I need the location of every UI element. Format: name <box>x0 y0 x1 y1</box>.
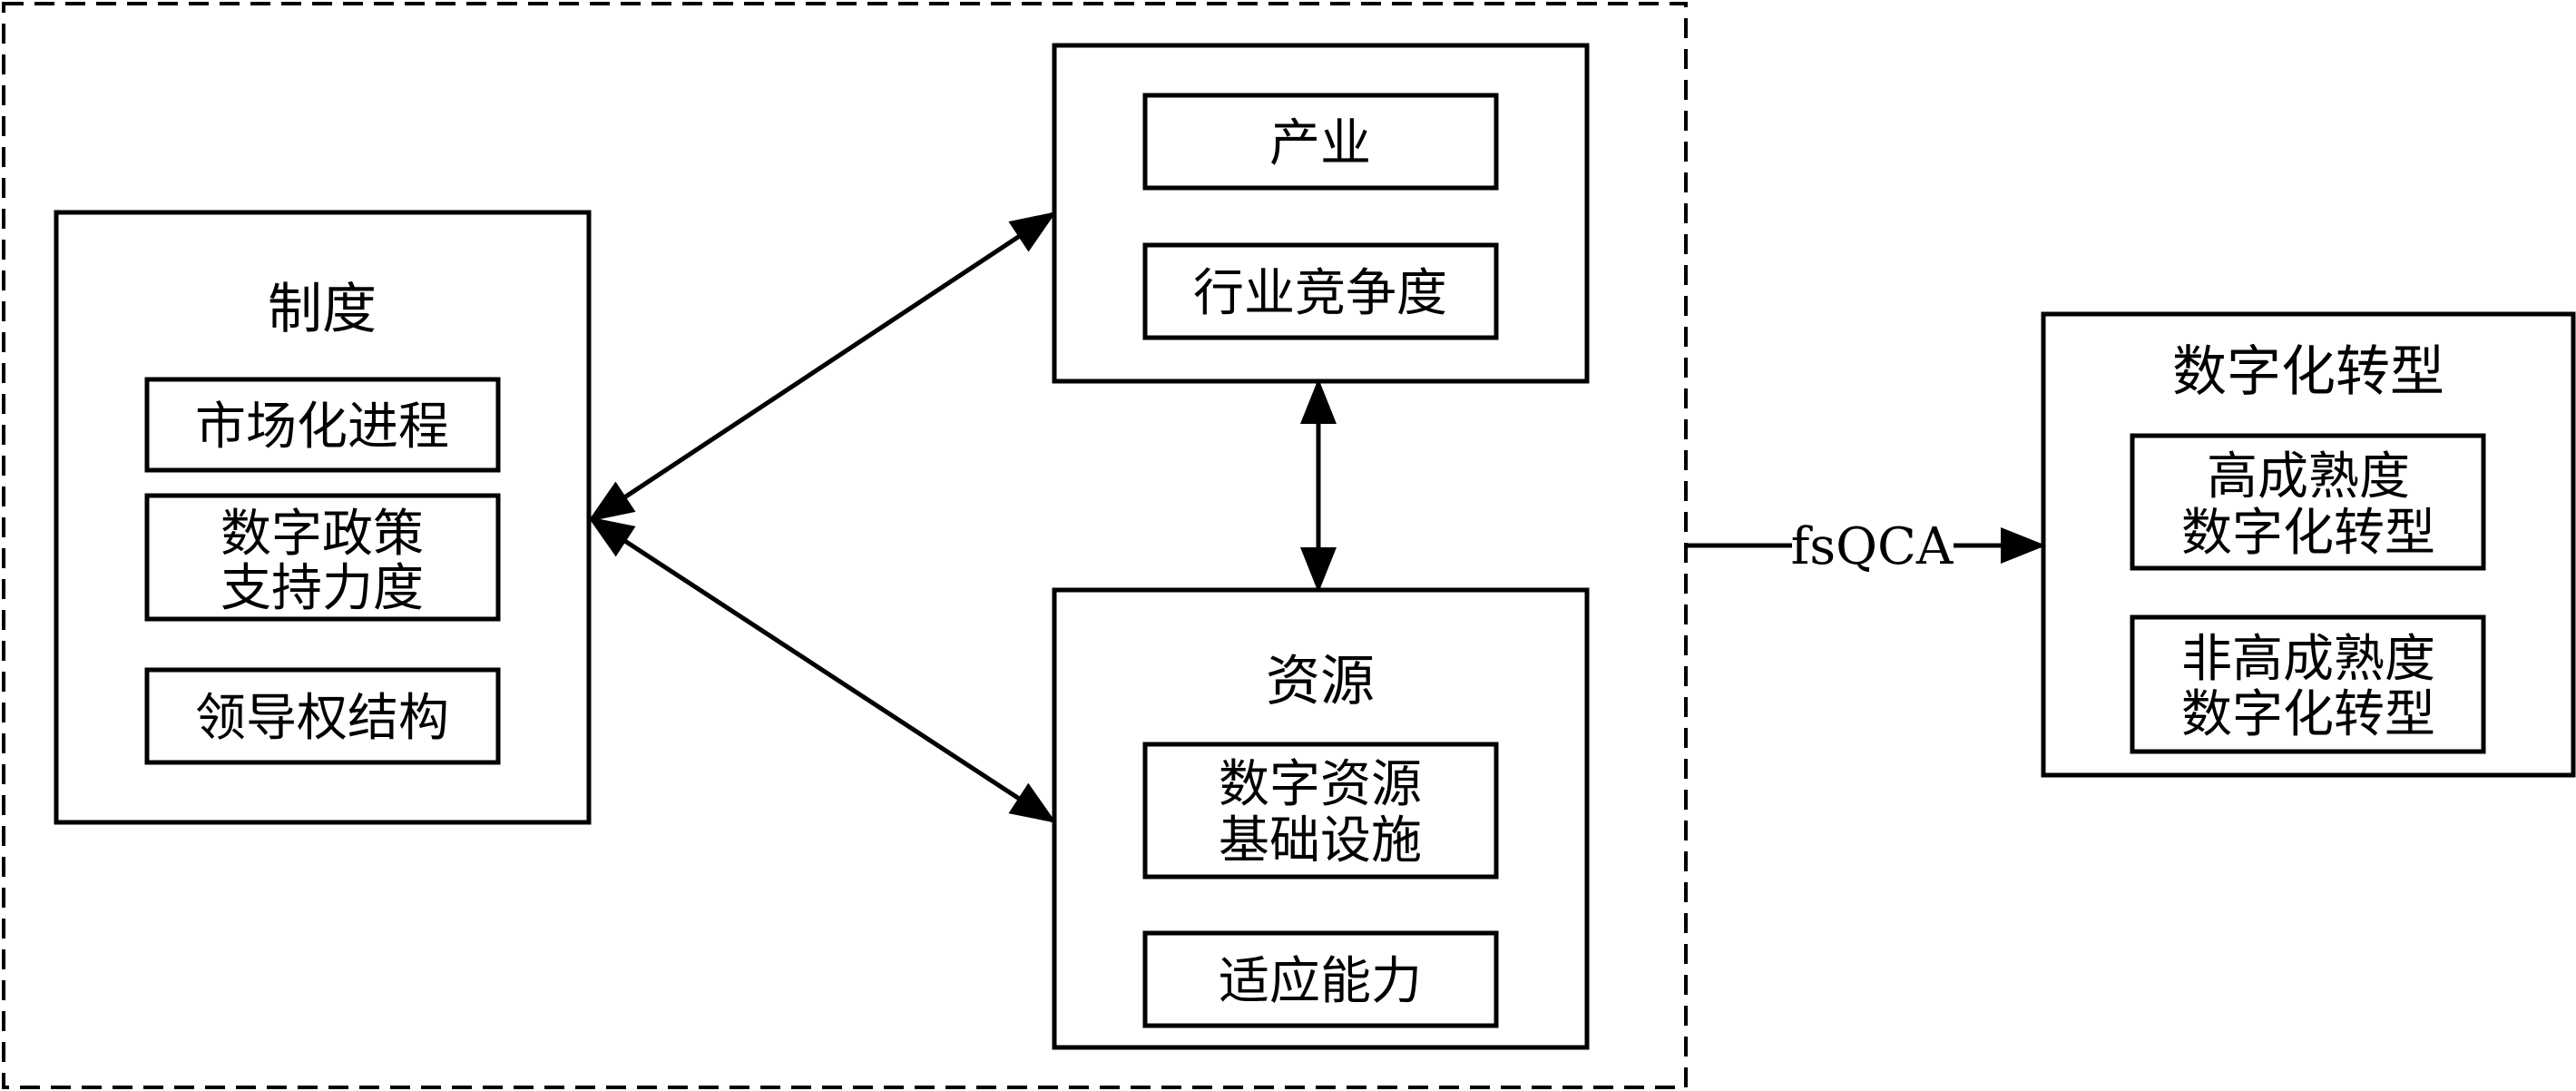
industry-item-box <box>1142 242 1499 340</box>
institution-group: 制度 市场化进程 数字政策 支持力度 领导权结构 <box>54 210 592 825</box>
institution-resource-arrow <box>587 516 1057 823</box>
institution-item-label: 市场化进程 <box>195 398 449 457</box>
resource-item-box <box>1142 930 1499 1028</box>
outcome-item-label: 数字化转型 <box>2181 504 2435 563</box>
institution-title: 制度 <box>268 278 377 341</box>
resource-item-label: 数字资源 <box>1219 755 1422 814</box>
institution-item-label: 领导权结构 <box>195 689 449 748</box>
outcome-title: 数字化转型 <box>2172 340 2444 404</box>
institution-item-label: 数字政策 <box>220 505 424 564</box>
outcome-group: 数字化转型 高成熟度 数字化转型 非高成熟度 数字化转型 <box>2041 311 2576 778</box>
industry-title-box <box>1142 93 1499 191</box>
fsqca-label: fsQCA <box>1791 517 1954 576</box>
resource-title: 资源 <box>1266 650 1375 713</box>
industry-item-label: 行业竞争度 <box>1193 264 1447 323</box>
resource-item-label: 适应能力 <box>1219 952 1422 1011</box>
institution-item-box <box>144 377 501 473</box>
outcome-item-label: 非高成熟度 <box>2181 630 2435 689</box>
outcome-item-label: 数字化转型 <box>2181 685 2435 744</box>
industry-title: 产业 <box>1269 114 1371 173</box>
resource-group: 资源 数字资源 基础设施 适应能力 <box>1052 587 1590 1050</box>
resource-item-box <box>1142 742 1499 880</box>
outcome-item-box <box>2130 433 2486 571</box>
outcome-item-label: 高成熟度 <box>2207 447 2410 506</box>
resource-item-label: 基础设施 <box>1219 811 1422 870</box>
institution-item-label: 支持力度 <box>220 559 424 618</box>
outcome-item-box <box>2130 614 2486 754</box>
institution-item-box <box>144 493 501 622</box>
institution-item-box <box>144 667 501 765</box>
industry-group: 产业 行业竞争度 <box>1052 43 1590 384</box>
institution-industry-arrow <box>587 211 1057 522</box>
